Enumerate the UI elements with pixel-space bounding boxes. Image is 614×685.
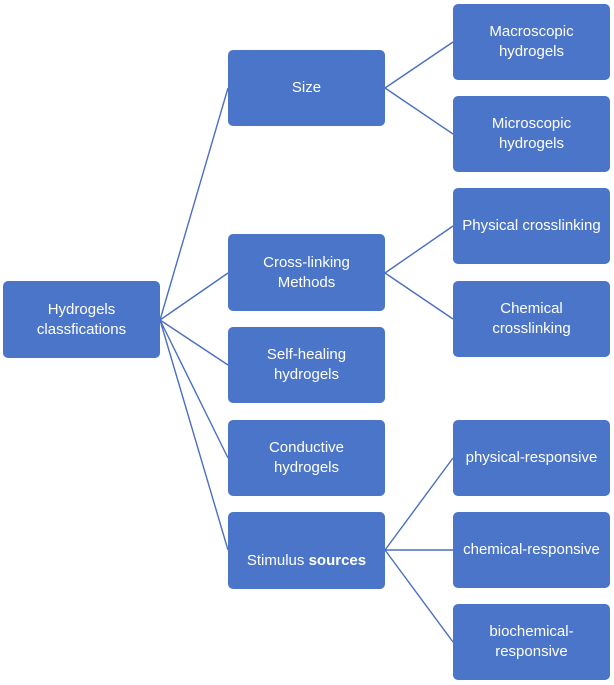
subtype-node-label: biochemical- responsive [489, 623, 574, 660]
subtype-node-label: Physical crosslinking [462, 217, 601, 234]
connector-root-self [159, 319, 229, 366]
category-node-label: Stimulus sources [247, 531, 366, 571]
subtype-node-physical-crosslinking: Physical crosslinking [453, 188, 610, 264]
subtype-node-chemical-crosslinking: Chemical crosslinking [453, 281, 610, 357]
subtype-node-physical-responsive: physical-responsive [453, 420, 610, 496]
connector-stim-bio [384, 549, 454, 643]
category-node-label: Cross-linking Methods [263, 253, 350, 291]
connector-size-micro [384, 87, 454, 135]
subtype-node-label: physical-responsive [465, 449, 598, 466]
category-node-label: Conductive hydrogels [268, 439, 345, 476]
connector-root-stim [159, 319, 229, 551]
category-node-stimulus-sources: Stimulus sources [228, 512, 385, 589]
subtype-node-label: chemical-responsive [463, 541, 600, 558]
category-node-size: Size [228, 50, 385, 126]
category-node-conductive-hydrogels: Conductive hydrogels [228, 420, 385, 496]
connector-root-size [159, 87, 229, 321]
connector-root-cross [159, 272, 229, 321]
subtype-node-biochemical-responsive: biochemical- responsive [453, 604, 610, 680]
connector-cross-phys [384, 225, 454, 274]
root-node-label: Hydrogels classfications [36, 300, 127, 338]
connector-size-macro [384, 41, 454, 89]
category-node-label-bold: sources [308, 551, 367, 569]
category-node-label-plain: Stimulus [246, 551, 309, 569]
connector-cross-chem [384, 272, 454, 320]
subtype-node-macroscopic-hydrogels: Macroscopic hydrogels [453, 4, 610, 80]
connector-root-cond [159, 319, 229, 459]
subtype-node-microscopic-hydrogels: Microscopic hydrogels [453, 96, 610, 172]
root-node-hydrogels-classifications: Hydrogels classfications [3, 281, 160, 358]
subtype-node-label: Chemical crosslinking [492, 300, 571, 337]
category-node-cross-linking-methods: Cross-linking Methods [228, 234, 385, 311]
connector-stim-phys [384, 457, 454, 551]
subtype-node-label: Macroscopic hydrogels [489, 23, 574, 60]
category-node-self-healing-hydrogels: Self-healing hydrogels [228, 327, 385, 403]
category-node-label: Size [291, 79, 322, 96]
subtype-node-chemical-responsive: chemical-responsive [453, 512, 610, 588]
subtype-node-label: Microscopic hydrogels [491, 115, 572, 152]
category-node-label: Self-healing hydrogels [266, 346, 347, 383]
